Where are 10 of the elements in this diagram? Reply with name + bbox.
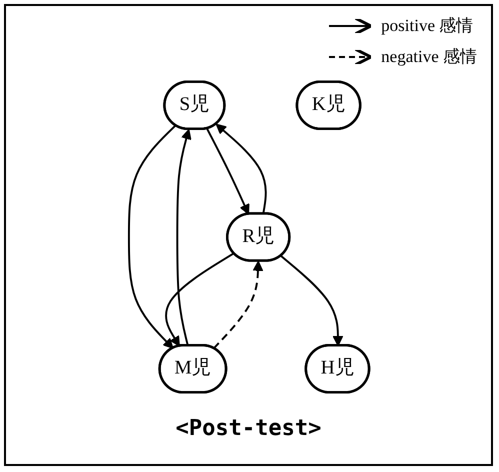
arrow [128,124,176,349]
arrow [216,124,267,214]
arrow [176,128,192,346]
legend-text: negative 感情 [381,46,477,68]
arrow [280,255,344,346]
caption: <Post-test> [176,416,322,441]
arrow [213,260,264,350]
arrow [206,128,250,215]
arrow [165,252,234,347]
legend-text: positive 感情 [381,15,474,37]
